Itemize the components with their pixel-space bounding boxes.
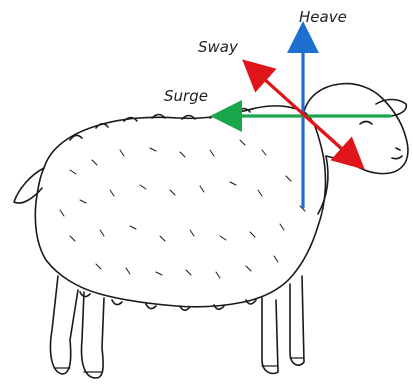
sway-axis-forward-tip	[303, 114, 353, 159]
fleece-tufts-belly	[80, 292, 256, 310]
surge-label: Surge	[164, 87, 208, 105]
heave-label: Heave	[299, 8, 347, 26]
sheep-mouth	[392, 148, 402, 159]
wool-texture	[60, 140, 305, 278]
leg-front-right	[290, 276, 304, 365]
leg-front-left	[262, 298, 278, 374]
sheep-neck	[318, 156, 328, 214]
fleece-tufts-top	[70, 109, 250, 141]
leg-back-left	[50, 276, 78, 374]
sway-label: Sway	[198, 38, 238, 56]
sheep-eye	[360, 122, 372, 125]
sheep-illustration	[14, 84, 408, 378]
leg-back-right	[82, 292, 104, 378]
hooves	[54, 358, 304, 372]
